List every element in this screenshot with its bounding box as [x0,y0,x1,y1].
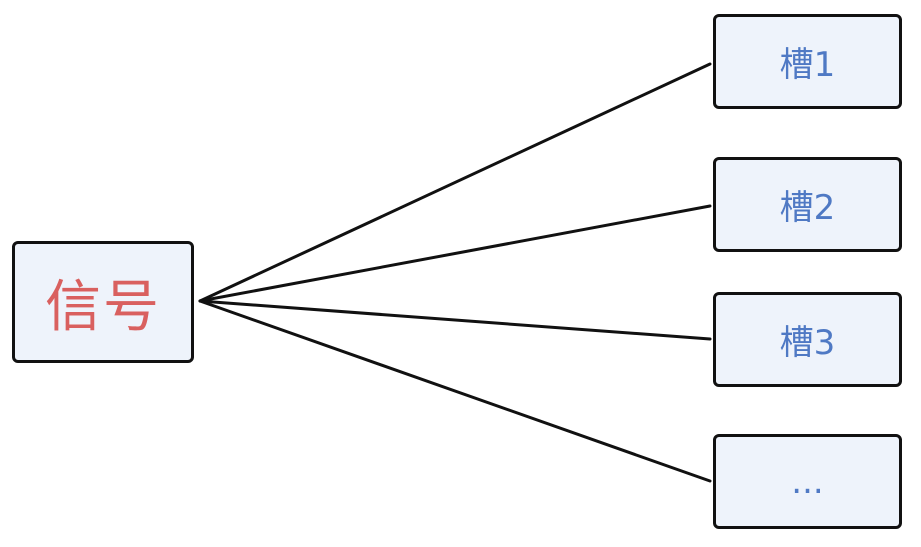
slot-label-2: 槽2 [779,188,836,228]
slot-label-more: ... [791,461,824,502]
connector-signal-to-slot-2 [198,204,712,303]
slot-node-more: ... [713,434,902,529]
connector-signal-to-slot-1 [198,62,712,303]
slot-node-1: 槽1 [713,14,902,109]
connector-signal-to-slot-3 [198,299,712,341]
slot-label-1: 槽1 [779,45,836,85]
signal-node: 信号 [12,241,194,363]
slot-node-3: 槽3 [713,292,902,387]
slot-node-2: 槽2 [713,157,902,252]
signal-label: 信号 [45,274,161,340]
connector-signal-to-slot-4 [198,299,712,483]
slot-label-3: 槽3 [779,323,836,363]
